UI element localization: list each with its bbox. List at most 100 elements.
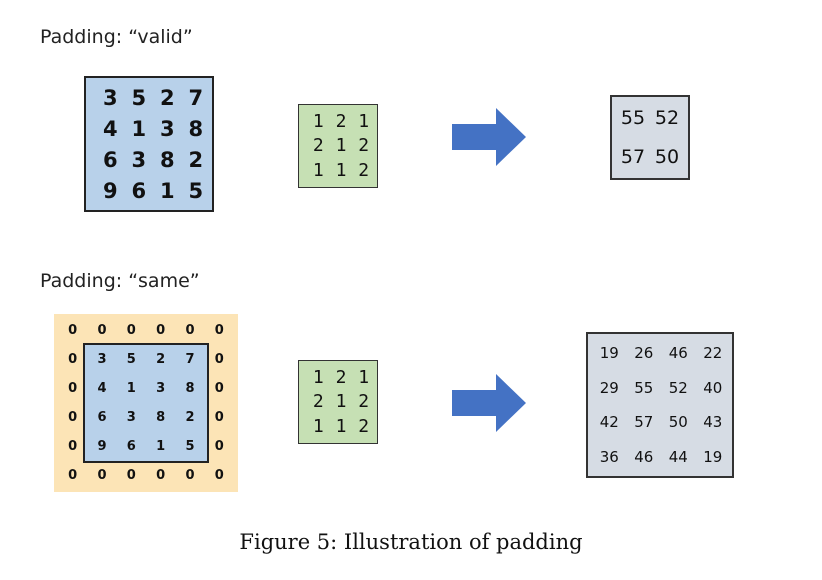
matrix-cell: 1 [358,366,370,388]
matrix-cell: 0 [214,468,224,483]
matrix-cell: 26 [634,344,654,363]
matrix-cell: 8 [185,381,195,396]
matrix-cell: 1 [312,416,324,438]
matrix-cell: 2 [335,366,347,388]
matrix-cell: 1 [131,116,147,141]
matrix-cell: 36 [599,447,619,466]
matrix-cell: 2 [312,135,324,157]
matrix-cell: 43 [703,413,723,432]
same-padded-input-matrix: 0 0 0 0 0 0 0 3 5 2 7 0 0 4 1 3 8 0 0 6 3 8 2 0 0 9 6 1 5 0 0 0 0 0 0 0 [54,314,238,492]
matrix-cell: 2 [358,135,370,157]
matrix-cell: 0 [126,323,136,338]
matrix-cell: 8 [156,410,166,425]
matrix-cell: 0 [68,323,78,338]
matrix-cell: 1 [312,366,324,388]
matrix-cell: 0 [214,439,224,454]
matrix-cell: 0 [68,381,78,396]
matrix-cell: 0 [126,468,136,483]
matrix-cell: 19 [703,447,723,466]
matrix-cell: 1 [335,416,347,438]
matrix-cell: 0 [214,352,224,367]
matrix-cell: 9 [102,178,118,203]
matrix-cell: 9 [97,439,107,454]
matrix-cell: 44 [668,447,688,466]
matrix-cell: 0 [214,381,224,396]
matrix-cell: 2 [312,391,324,413]
matrix-cell: 7 [188,85,204,110]
matrix-cell: 0 [97,323,107,338]
matrix-cell: 8 [159,147,175,172]
matrix-cell: 57 [620,145,646,168]
matrix-cell: 3 [126,410,136,425]
matrix-cell: 0 [97,468,107,483]
matrix-cell: 2 [335,110,347,132]
matrix-cell: 52 [668,378,688,397]
matrix-cell: 2 [185,410,195,425]
figure-caption: Figure 5: Illustration of padding [239,530,583,554]
matrix-cell: 1 [335,135,347,157]
arrow-right-icon [452,374,526,432]
matrix-cell: 2 [358,416,370,438]
matrix-cell: 3 [159,116,175,141]
matrix-cell: 0 [68,439,78,454]
matrix-cell: 50 [668,413,688,432]
arrow-right-icon [452,108,526,166]
matrix-cell: 55 [620,107,646,130]
matrix-cell: 5 [188,178,204,203]
matrix-cell: 2 [188,147,204,172]
matrix-cell: 6 [102,147,118,172]
matrix-cell: 7 [185,352,195,367]
matrix-cell: 3 [131,147,147,172]
matrix-cell: 0 [156,468,166,483]
matrix-cell: 50 [654,145,680,168]
matrix-cell: 1 [335,391,347,413]
matrix-cell: 52 [654,107,680,130]
matrix-cell: 6 [131,178,147,203]
matrix-cell: 0 [185,323,195,338]
matrix-cell: 29 [599,378,619,397]
matrix-cell: 3 [156,381,166,396]
matrix-cell: 1 [335,160,347,182]
matrix-cell: 0 [185,468,195,483]
matrix-cell: 1 [156,439,166,454]
matrix-cell: 46 [668,344,688,363]
matrix-cell: 46 [634,447,654,466]
matrix-cell: 5 [185,439,195,454]
matrix-cell: 40 [703,378,723,397]
same-padding-title: Padding: “same” [40,270,200,292]
matrix-cell: 1 [159,178,175,203]
matrix-cell: 6 [97,410,107,425]
matrix-cell: 4 [102,116,118,141]
matrix-cell: 3 [102,85,118,110]
matrix-cell: 5 [131,85,147,110]
matrix-cell: 8 [188,116,204,141]
matrix-cell: 0 [214,410,224,425]
matrix-cell: 1 [312,160,324,182]
matrix-cell: 0 [68,468,78,483]
matrix-cell: 6 [126,439,136,454]
matrix-cell: 2 [358,391,370,413]
matrix-cell: 0 [68,352,78,367]
matrix-cell: 1 [126,381,136,396]
valid-output-matrix: 55 52 57 50 [610,95,690,180]
matrix-cell: 42 [599,413,619,432]
matrix-cell: 5 [126,352,136,367]
matrix-cell: 1 [358,110,370,132]
matrix-cell: 4 [97,381,107,396]
same-input-region [83,343,209,463]
matrix-cell: 22 [703,344,723,363]
valid-padding-title: Padding: “valid” [40,26,193,48]
matrix-cell: 2 [159,85,175,110]
matrix-cell: 2 [156,352,166,367]
matrix-cell: 2 [358,160,370,182]
matrix-cell: 3 [97,352,107,367]
matrix-cell: 0 [156,323,166,338]
matrix-cell: 55 [634,378,654,397]
matrix-cell: 57 [634,413,654,432]
matrix-cell: 0 [214,323,224,338]
matrix-cell: 0 [68,410,78,425]
